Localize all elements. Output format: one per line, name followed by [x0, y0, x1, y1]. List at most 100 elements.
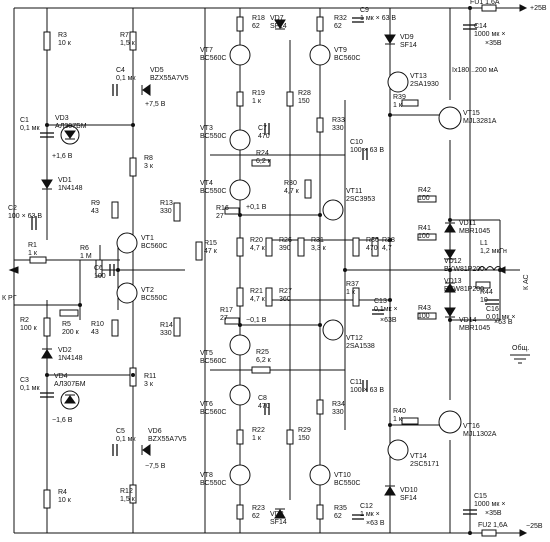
fuse-fu1 [481, 4, 497, 12]
resistor-r7 [129, 31, 137, 51]
label-c14b: ×35В [485, 40, 502, 47]
resistor-r3 [43, 31, 51, 51]
transistor-vt7 [229, 44, 251, 66]
transistor-vt12 [322, 319, 344, 341]
resistor-r35 [316, 504, 324, 520]
resistor-r12 [129, 484, 137, 504]
resistor-r19 [236, 91, 244, 107]
resistor-r39 [401, 99, 419, 107]
transistor-vt2 [116, 282, 138, 304]
resistor-r27 [265, 287, 273, 307]
resistor-r29 [286, 429, 294, 445]
transistor-vt10 [309, 464, 331, 486]
label-output: К АС [523, 274, 530, 290]
label-ground: Общ. [512, 344, 529, 352]
junctions [45, 6, 502, 535]
resistor-r40 [401, 417, 419, 425]
transistor-vt3 [229, 129, 251, 151]
resistor-r36 [352, 237, 360, 257]
diode-vd11 [444, 223, 456, 233]
diode-vd10 [384, 486, 396, 496]
label-pos-rail: +25В [530, 5, 547, 12]
misc-symbols [477, 4, 530, 537]
resistor-r17 [224, 317, 240, 325]
resistor-r44 [475, 281, 491, 289]
label-fu2: FU2 1,6А [478, 522, 508, 529]
labels: +25В −25В Общ. К РГ К АС Ix180...200 мА [2, 5, 547, 530]
label-fu1: FU1 1,6А [470, 0, 500, 6]
diode-vd13 [444, 283, 456, 293]
transistor-vt14 [387, 439, 409, 461]
transistor-vt4 [229, 179, 251, 201]
transistor-vt5 [229, 334, 251, 356]
resistor-r37 [352, 287, 360, 307]
diode-vd12 [444, 249, 456, 259]
resistor-r34 [316, 399, 324, 415]
inductor-l1 [477, 266, 503, 272]
transistor-vt1 [116, 232, 138, 254]
resistor-r41 [417, 233, 437, 241]
resistor-r23 [236, 504, 244, 520]
diode-vd7 [274, 19, 286, 29]
rails [8, 4, 528, 537]
diode-vd6 [142, 444, 151, 456]
transistor-vt6 [229, 384, 251, 406]
resistor-r21 [236, 287, 244, 307]
label-c12b: ×63 В [366, 520, 385, 527]
